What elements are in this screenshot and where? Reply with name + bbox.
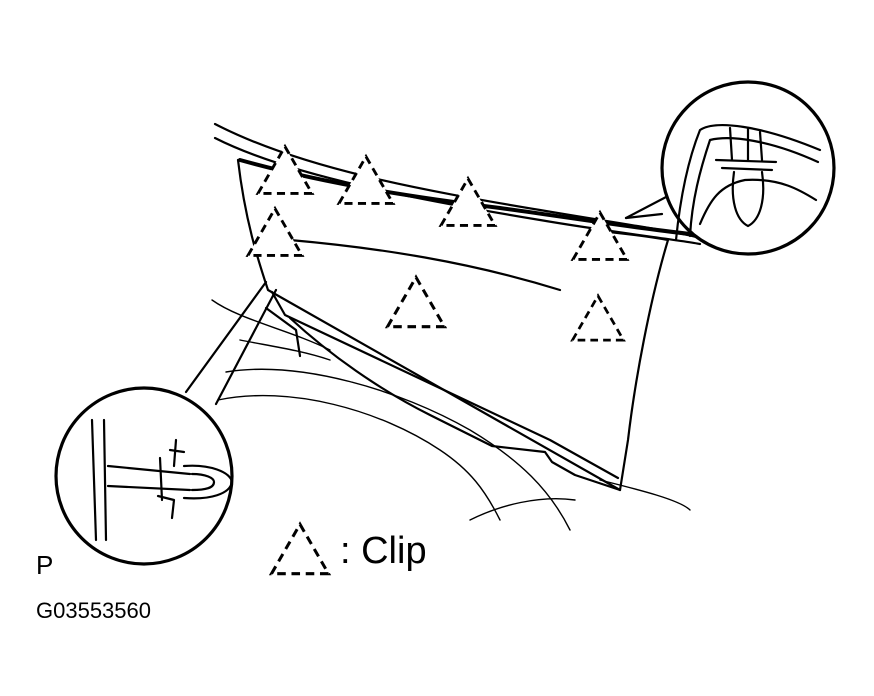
fender-liner-panel (236, 158, 692, 492)
clip-icon (246, 207, 304, 257)
clip-icon (571, 294, 625, 342)
legend-label: : Clip (340, 530, 427, 572)
magnifier-detail-icon (54, 280, 278, 566)
view-letter: P (36, 550, 54, 580)
legend-clip-icon (269, 522, 331, 576)
magnifier-detail-icon (624, 80, 836, 256)
clip-icon (385, 275, 447, 329)
figure-code: G03553560 (36, 598, 151, 623)
